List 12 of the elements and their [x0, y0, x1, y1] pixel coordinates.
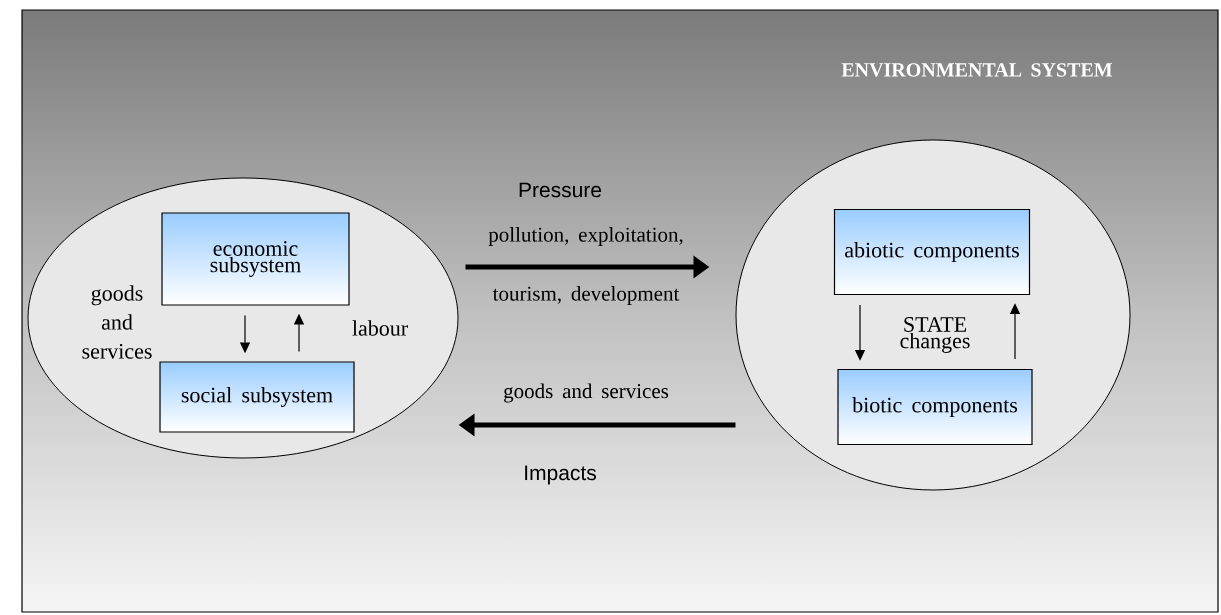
heading: ENVIRONMENTAL SYSTEM — [841, 63, 1113, 77]
edge-label: goods and services — [504, 383, 669, 403]
label: Pressure — [519, 182, 602, 198]
edge-label: labour — [352, 320, 408, 336]
edge-label: goods and services — [82, 285, 152, 359]
subsystem-box: biotic components — [837, 368, 1033, 446]
label: STATE changes — [900, 317, 970, 353]
edge-label: pollution, exploitation, tourism, development — [488, 227, 683, 305]
subsystem-box: abiotic components — [833, 208, 1031, 296]
subsystem-box: economic subsystem — [161, 212, 350, 306]
subsystem-box: social subsystem — [159, 361, 355, 433]
label: Impacts — [525, 465, 596, 485]
